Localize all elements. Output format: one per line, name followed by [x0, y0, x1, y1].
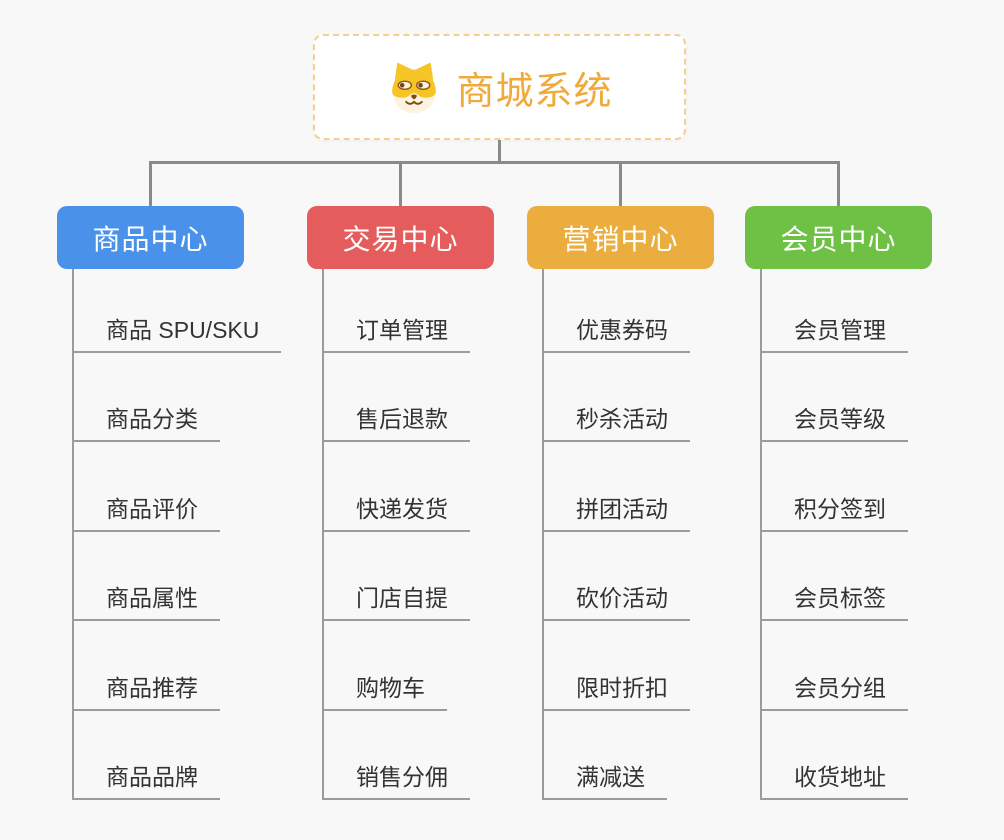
leaf-node[interactable]: 会员分组 — [760, 621, 908, 711]
root-stub-line — [497, 140, 501, 164]
leaf-node[interactable]: 售后退款 — [322, 353, 470, 443]
leaf-node[interactable]: 商品属性 — [72, 532, 220, 622]
leaf-node[interactable]: 商品推荐 — [72, 621, 220, 711]
leaf-node[interactable]: 满减送 — [542, 711, 667, 800]
leaf-node[interactable]: 商品品牌 — [72, 711, 220, 800]
branch-node-3[interactable]: 会员中心 — [745, 206, 932, 269]
root-label: 商城系统 — [456, 70, 613, 113]
leaf-node[interactable]: 限时折扣 — [542, 621, 690, 711]
leaf-node[interactable]: 快递发货 — [322, 442, 470, 532]
leaf-node[interactable]: 购物车 — [322, 621, 447, 711]
leaf-column-1: 订单管理售后退款快递发货门店自提购物车销售分佣 — [322, 269, 470, 800]
branch-drop-line-3 — [837, 161, 840, 206]
leaf-node[interactable]: 拼团活动 — [542, 442, 690, 532]
branch-drop-line-2 — [619, 161, 622, 206]
leaf-column-2: 优惠券码秒杀活动拼团活动砍价活动限时折扣满减送 — [542, 269, 690, 800]
leaf-node[interactable]: 商品 SPU/SKU — [72, 269, 282, 353]
branch-drop-line-0 — [149, 161, 152, 206]
dog-face-icon — [386, 59, 442, 115]
leaf-node[interactable]: 收货地址 — [760, 711, 908, 800]
leaf-node[interactable]: 销售分佣 — [322, 711, 470, 800]
root-node[interactable]: 商城系统 — [313, 34, 686, 140]
leaf-node[interactable]: 砍价活动 — [542, 532, 690, 622]
leaf-vertical-line — [72, 269, 74, 800]
branch-node-1[interactable]: 交易中心 — [307, 206, 494, 269]
horizontal-connector-line — [149, 161, 840, 164]
leaf-node[interactable]: 会员管理 — [760, 269, 908, 353]
leaf-vertical-line — [542, 269, 544, 800]
branch-node-2[interactable]: 营销中心 — [527, 206, 714, 269]
leaf-node[interactable]: 会员标签 — [760, 532, 908, 622]
leaf-vertical-line — [322, 269, 324, 800]
leaf-node[interactable]: 会员等级 — [760, 353, 908, 443]
branch-drop-line-1 — [399, 161, 402, 206]
leaf-node[interactable]: 优惠券码 — [542, 269, 690, 353]
leaf-node[interactable]: 门店自提 — [322, 532, 470, 622]
leaf-column-3: 会员管理会员等级积分签到会员标签会员分组收货地址 — [760, 269, 908, 800]
branch-node-0[interactable]: 商品中心 — [57, 206, 244, 269]
leaf-node[interactable]: 积分签到 — [760, 442, 908, 532]
leaf-vertical-line — [760, 269, 762, 800]
leaf-node[interactable]: 商品评价 — [72, 442, 220, 532]
leaf-node[interactable]: 商品分类 — [72, 353, 220, 443]
leaf-node[interactable]: 秒杀活动 — [542, 353, 690, 443]
leaf-node[interactable]: 订单管理 — [322, 269, 470, 353]
